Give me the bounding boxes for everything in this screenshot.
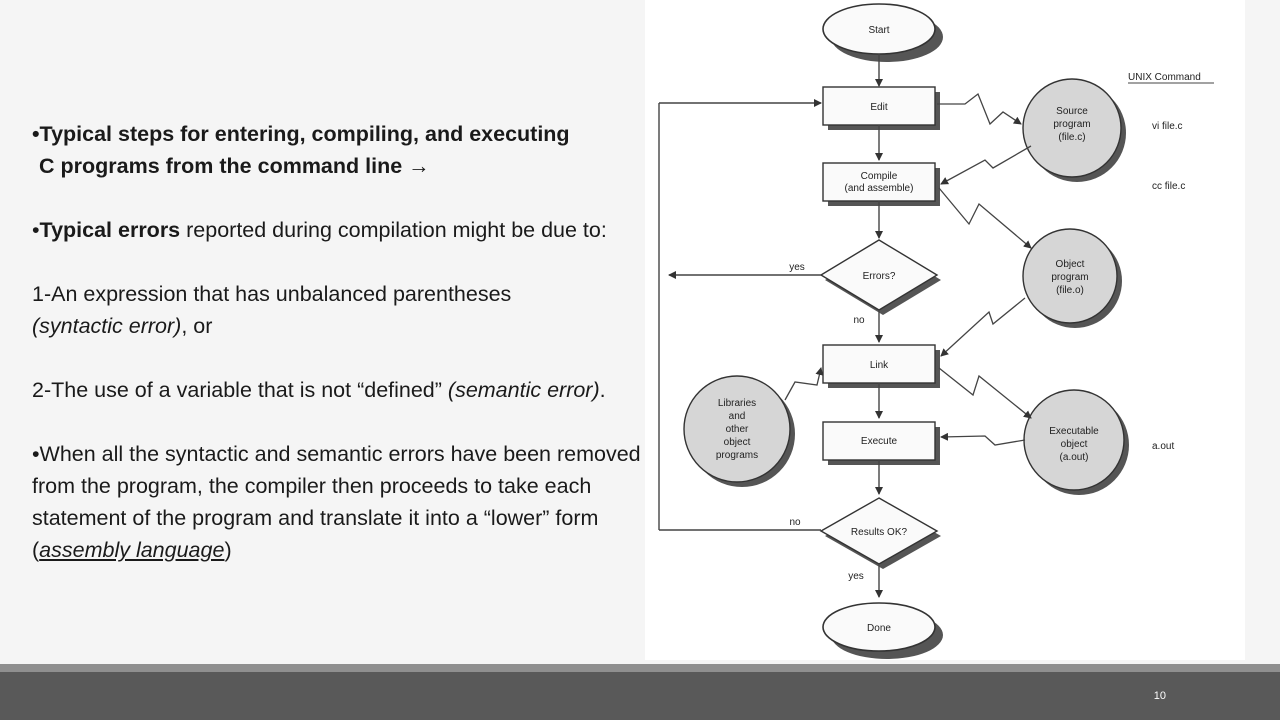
errors-no-label: no (853, 315, 865, 326)
errors-label: Errors? (863, 271, 896, 282)
source-label-2: program (1053, 119, 1090, 130)
source-label-1: Source (1056, 106, 1088, 117)
object-label-3: (file.o) (1056, 285, 1084, 296)
page-number: 10 (1153, 690, 1166, 702)
bullet-steps-continued: C programs from the command line → (32, 150, 652, 182)
libraries-node (683, 375, 791, 483)
libraries-label-4: object (724, 437, 751, 448)
flowchart-panel: Start Edit Compile (and assemble) Errors… (645, 0, 1245, 660)
libraries-label-2: and (729, 411, 746, 422)
object-label-1: Object (1056, 259, 1085, 270)
slide-text: •Typical steps for entering, compiling, … (32, 118, 652, 566)
unix-cmd-aout: a.out (1152, 441, 1174, 452)
done-node (822, 602, 936, 652)
unix-cmd-vi: vi file.c (1152, 121, 1183, 132)
link-box (822, 344, 936, 384)
compiler-text: When all the syntactic and semantic erro… (32, 442, 641, 562)
libraries-label-1: Libraries (718, 398, 756, 409)
error-item-2: 2-The use of a variable that is not “def… (32, 374, 652, 406)
bullet-marker: • (32, 218, 40, 242)
executable-label-3: (a.out) (1060, 452, 1089, 463)
footer-bar: 10 (0, 672, 1280, 720)
compile-label-2: (and assemble) (845, 183, 914, 194)
results-no-label: no (789, 517, 801, 528)
results-label: Results OK? (851, 527, 908, 538)
item2-text: 2-The use of a variable that is not “def… (32, 378, 448, 402)
steps-line-2: C programs from the command line (39, 154, 403, 178)
item1-text: 1-An expression that has unbalanced pare… (32, 282, 512, 306)
errors-bold: Typical errors (39, 218, 181, 242)
flowchart: Start Edit Compile (and assemble) Errors… (658, 3, 1214, 659)
unix-command-header: UNIX Command (1128, 72, 1201, 83)
libraries-label-5: programs (716, 450, 758, 461)
item1-after: , or (181, 314, 213, 338)
results-yes-label: yes (848, 571, 864, 582)
executable-label-1: Executable (1049, 426, 1099, 437)
compiler-after: ) (224, 538, 232, 562)
steps-line-1: Typical steps for entering, compiling, a… (39, 122, 570, 146)
bullet-marker: • (32, 442, 40, 466)
execute-label: Execute (861, 436, 898, 447)
right-arrow-icon: → (408, 154, 430, 178)
execute-box (822, 421, 936, 461)
errors-rest: reported during compilation might be due… (180, 218, 607, 242)
source-label-3: (file.c) (1058, 132, 1085, 143)
object-program-node (1022, 228, 1118, 324)
libraries-label-3: other (726, 424, 749, 435)
bullet-marker: • (32, 122, 40, 146)
item2-italic: (semantic error) (447, 378, 600, 402)
done-label: Done (867, 623, 891, 634)
compile-box (822, 162, 936, 202)
item2-after: . (599, 378, 606, 402)
edit-box (822, 86, 936, 126)
link-label: Link (870, 360, 889, 371)
executable-label-2: object (1061, 439, 1088, 450)
unix-cmd-cc: cc file.c (1152, 181, 1185, 192)
bullet-compiler: •When all the syntactic and semantic err… (32, 438, 652, 566)
compile-label-1: Compile (861, 171, 898, 182)
object-label-2: program (1051, 272, 1088, 283)
errors-yes-label: yes (789, 262, 805, 273)
item1-italic: (syntactic error) (32, 314, 182, 338)
bullet-steps: •Typical steps for entering, compiling, … (32, 118, 652, 150)
footer-divider (0, 664, 1280, 672)
start-label: Start (868, 25, 889, 36)
source-program-node (1022, 78, 1122, 178)
error-item-1: 1-An expression that has unbalanced pare… (32, 278, 652, 342)
bullet-errors: •Typical errors reported during compilat… (32, 214, 652, 246)
edit-label: Edit (870, 102, 887, 113)
assembly-language: assembly language (39, 538, 225, 562)
